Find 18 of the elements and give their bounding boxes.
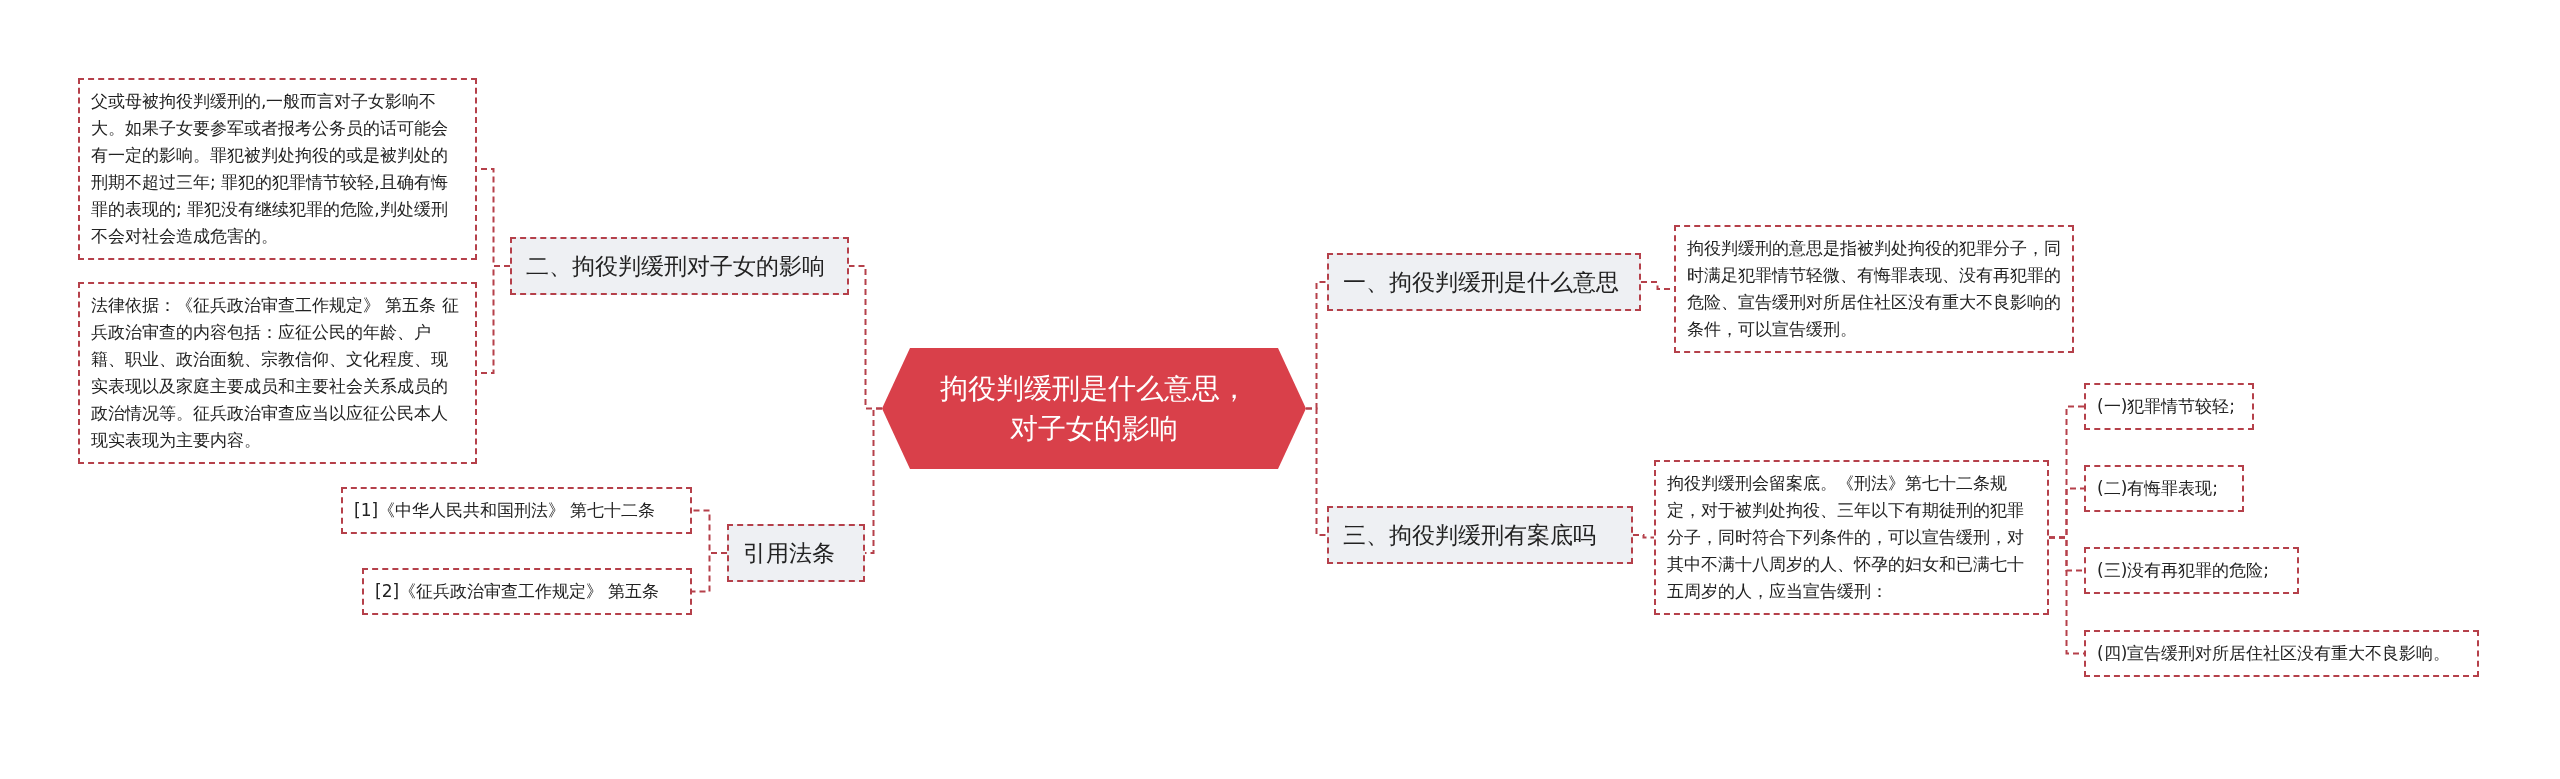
topic-box: 引用法条 bbox=[727, 524, 865, 582]
note-box: (一)犯罪情节较轻; bbox=[2084, 383, 2254, 430]
note-box: 父或母被拘役判缓刑的,一般而言对子女影响不大。如果子女要参军或者报考公务员的话可能会有一定的影响。罪犯被判处拘役的或是被判处的刑期不超过三年; 罪犯的犯罪情节较轻,且确有悔罪的表现的; 罪犯没有继续犯罪的危险,判处缓刑不会对社会造成危害的。 bbox=[78, 78, 477, 260]
topic-box: 二、拘役判缓刑对子女的影响 bbox=[510, 237, 849, 295]
connector-line bbox=[691, 552, 728, 593]
note-box: [2]《征兵政治审查工作规定》 第五条 bbox=[362, 568, 692, 615]
note-box: 拘役判缓刑的意思是指被判处拘役的犯罪分子，同时满足犯罪情节轻微、有悔罪表现、没有再犯罪的危险、宣告缓刑对所居住社区没有重大不良影响的条件，可以宣告缓刑。 bbox=[1674, 225, 2074, 353]
connector-line bbox=[1632, 534, 1655, 539]
topic-box: 三、拘役判缓刑有案底吗 bbox=[1327, 506, 1633, 564]
note-box: (二)有悔罪表现; bbox=[2084, 465, 2244, 512]
note-box: 拘役判缓刑会留案底。《刑法》第七十二条规定，对于被判处拘役、三年以下有期徒刑的犯罪分子，同时符合下列条件的，可以宣告缓刑，对其中不满十八周岁的人、怀孕的妇女和已满七十五周岁的人，应当宣告缓刑： bbox=[1654, 460, 2049, 615]
topic-box: 一、拘役判缓刑是什么意思 bbox=[1327, 253, 1641, 311]
note-box: (四)宣告缓刑对所居住社区没有重大不良影响。 bbox=[2084, 630, 2479, 677]
note-box: (三)没有再犯罪的危险; bbox=[2084, 547, 2299, 594]
connector-line bbox=[1305, 407, 1328, 536]
note-box: 法律依据：《征兵政治审查工作规定》 第五条 征兵政治审查的内容包括：应征公民的年龄、户籍、职业、政治面貌、宗教信仰、文化程度、现实表现以及家庭主要成员和主要社会关系成员的政治情况等。征兵政治审查应当以应征公民本人现实表现为主要内容。 bbox=[78, 282, 477, 464]
central-topic: 拘役判缓刑是什么意思，对子女的影响 bbox=[882, 348, 1306, 469]
note-box: [1]《中华人民共和国刑法》 第七十二条 bbox=[341, 487, 692, 534]
